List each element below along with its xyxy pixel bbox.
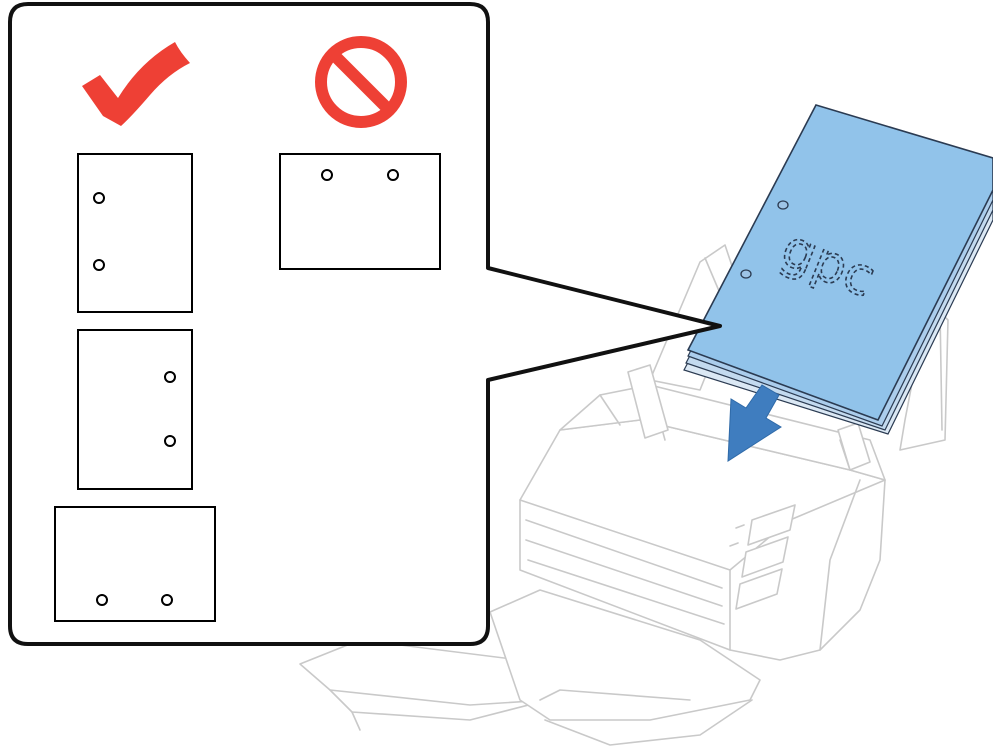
paper-guide-right <box>837 422 871 471</box>
punch-hole <box>96 594 108 606</box>
prohibited-icon <box>315 36 407 128</box>
sheet-portrait-holes-right <box>77 329 193 490</box>
sheet-landscape-holes-top <box>279 153 441 270</box>
paper-guide-left <box>627 364 669 439</box>
punch-hole <box>387 169 399 181</box>
punch-hole <box>164 435 176 447</box>
paper-punch-hole <box>740 269 752 279</box>
punch-hole <box>321 169 333 181</box>
output-tray <box>489 589 761 721</box>
punch-hole <box>93 192 105 204</box>
punch-hole <box>161 594 173 606</box>
sheet-landscape-holes-bottom <box>54 506 216 622</box>
paper-sheet <box>686 104 993 421</box>
punched-paper-stack: gpc <box>683 104 993 435</box>
punch-hole <box>164 371 176 383</box>
control-panel <box>729 504 796 610</box>
paper-punch-hole <box>777 200 789 210</box>
document-scanner <box>299 244 949 746</box>
feed-direction-arrow <box>727 384 782 462</box>
checkmark-icon <box>82 42 190 126</box>
sheet-portrait-holes-left <box>77 153 193 313</box>
punch-hole <box>93 259 105 271</box>
